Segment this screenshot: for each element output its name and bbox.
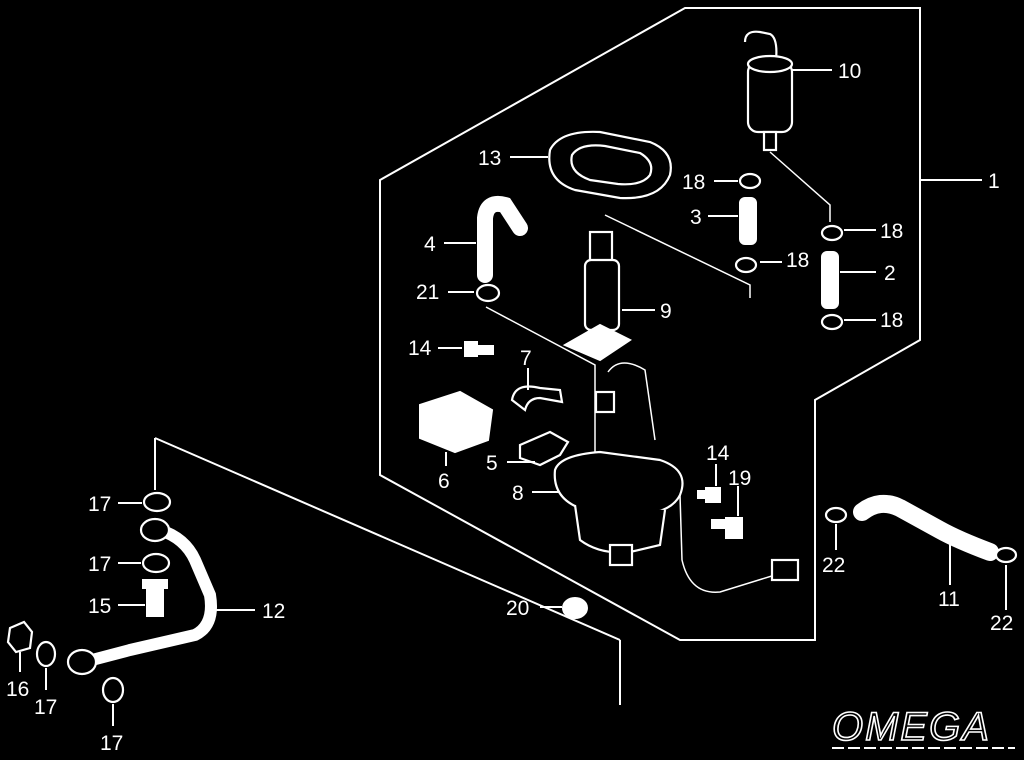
clamp-18c [734, 256, 758, 274]
callout-18c: 18 [786, 249, 809, 272]
callout-14a: 14 [408, 337, 432, 360]
filter-sponge-6 [419, 390, 494, 454]
clamp-22b [994, 546, 1018, 564]
washer-17b [141, 552, 171, 574]
callout-10: 10 [838, 60, 861, 83]
hose-2 [821, 251, 839, 309]
clamp-18b [820, 224, 844, 242]
washer-17d [101, 676, 125, 704]
clamp-18a [738, 172, 762, 190]
flow-line-a [769, 151, 831, 222]
assembly-outline [379, 7, 921, 641]
callout-9: 9 [660, 300, 672, 323]
bracket-7 [510, 385, 564, 412]
clamp-22a [824, 506, 848, 524]
callout-22b: 22 [990, 612, 1013, 635]
callout-3: 3 [690, 206, 702, 229]
callout-17d: 17 [100, 732, 123, 755]
callout-17c: 17 [34, 696, 57, 719]
bracket-5 [518, 430, 570, 467]
callout-21: 21 [416, 281, 439, 304]
callout-17a: 17 [88, 493, 111, 516]
fuel-filter [743, 30, 794, 152]
callout-11: 11 [938, 588, 960, 611]
clamp-18d [820, 313, 844, 331]
gasket-ring [548, 130, 672, 200]
callout-18d: 18 [880, 309, 903, 332]
callout-1: 1 [988, 170, 1000, 193]
callout-17b: 17 [88, 553, 111, 576]
callout-18b: 18 [880, 220, 903, 243]
flow-line-c [485, 306, 596, 460]
hose-3 [739, 197, 757, 245]
bolt-14a [464, 341, 494, 357]
callout-5: 5 [486, 452, 498, 475]
callout-16: 16 [6, 678, 29, 701]
callout-7: 7 [520, 347, 532, 370]
callout-15: 15 [88, 595, 111, 618]
washer-17c [35, 640, 57, 668]
pump-base-8 [553, 362, 800, 593]
bolt-19 [711, 517, 743, 539]
hose-11 [853, 494, 999, 561]
callout-18a: 18 [682, 171, 705, 194]
fuel-line-12 [66, 517, 217, 676]
callout-19: 19 [728, 467, 751, 490]
clamp-21 [475, 283, 501, 303]
banjo-bolt-15 [142, 579, 168, 617]
fuel-pump [562, 230, 632, 362]
washer-17a [142, 491, 172, 513]
callout-2: 2 [884, 262, 896, 285]
grommet-20 [562, 597, 588, 619]
callout-4: 4 [424, 233, 436, 256]
hose-4 [477, 195, 528, 283]
callout-8: 8 [512, 482, 524, 505]
callout-14b: 14 [706, 442, 730, 465]
flow-line-b [604, 214, 751, 298]
nut-16 [6, 620, 34, 654]
callout-6: 6 [438, 470, 450, 493]
callout-12: 12 [262, 600, 285, 623]
callout-13: 13 [478, 147, 501, 170]
callout-20: 20 [506, 597, 529, 620]
bolt-14b [697, 487, 721, 503]
callout-22a: 22 [822, 554, 845, 577]
brand-logo: OMEGA [832, 705, 991, 749]
